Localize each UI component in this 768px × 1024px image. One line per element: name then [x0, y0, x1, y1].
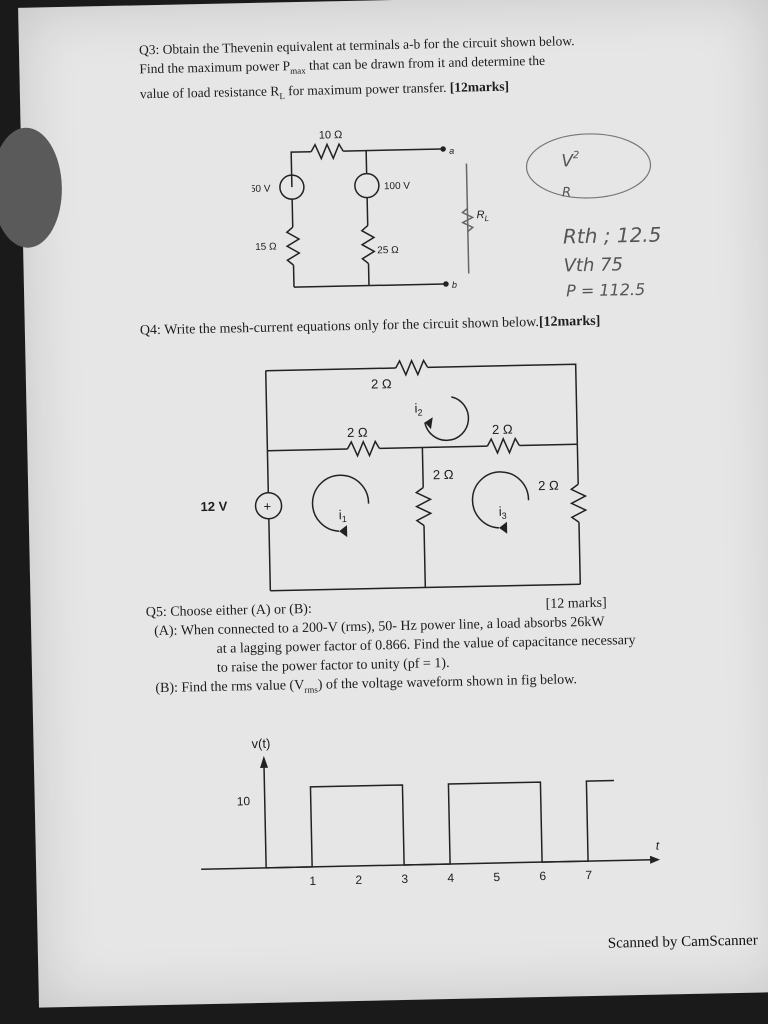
- i2-loop-arrow: [424, 396, 470, 442]
- q3-circuit: 10 Ω 50 V 100 V 15 Ω 25 Ω RL a b V2 R Rt…: [251, 129, 662, 301]
- q3-label-50v: 50 V: [251, 184, 271, 195]
- q4-question: Q4: Write the mesh-current equations onl…: [140, 314, 601, 340]
- y-axis-arrow: [260, 755, 269, 768]
- q4-label-r-mid-left: 2 Ω: [347, 425, 368, 440]
- q3-label-r15: 15 Ω: [255, 241, 277, 252]
- q4-circuit: 2 Ω 2 Ω 2 Ω 2 Ω 2 Ω 12 V + i1 i2 i3: [200, 358, 588, 592]
- q4-label-r-right: 2 Ω: [538, 478, 559, 493]
- q3-label-rl: RL: [476, 209, 489, 223]
- q3-label-r25: 25 Ω: [377, 245, 399, 256]
- waveform-x-tick-7: 7: [585, 868, 592, 882]
- q4-label-12v: 12 V: [200, 499, 227, 515]
- q4-label-r-center: 2 Ω: [433, 467, 454, 482]
- waveform-x-tick-2: 2: [355, 873, 362, 887]
- waveform-x-tick-1: 1: [309, 874, 316, 888]
- hand-circle: [525, 133, 652, 199]
- waveform-y-tick-10: 10: [237, 794, 251, 808]
- q4-r-right-symbol: [569, 483, 588, 523]
- waveform-xlabel: t: [656, 839, 660, 853]
- hand-note-1: V2: [561, 150, 579, 171]
- q5-marks: [12 marks]: [545, 595, 607, 612]
- q3-rl-symbol: [461, 207, 475, 233]
- q3-r10-symbol: [310, 142, 344, 161]
- q4-label-i3: i3: [499, 504, 507, 521]
- hand-note-5: P = 112.5: [566, 280, 645, 301]
- q4-r-center-symbol: [414, 486, 433, 527]
- q3-question: Q3: Obtain the Thevenin equivalent at te…: [139, 31, 576, 108]
- i1-loop-arrow: [311, 474, 370, 532]
- q5-question: Q5: Choose either (A) or (B):[12 marks] …: [146, 593, 637, 703]
- waveform-x-tick-4: 4: [447, 871, 454, 885]
- q3-label-100v: 100 V: [384, 181, 411, 193]
- i3-loop-arrow: [471, 471, 530, 529]
- q4-text: Q4: Write the mesh-current equations onl…: [139, 315, 540, 339]
- waveform-x-tick-6: 6: [539, 869, 546, 883]
- waveform-ylabel: v(t): [251, 736, 270, 751]
- q4-marks: [12marks]: [538, 313, 601, 331]
- x-axis-arrow: [649, 855, 661, 864]
- q4-label-r-top: 2 Ω: [371, 376, 392, 391]
- waveform-y-axis: [263, 757, 267, 868]
- q4-r-mid-right-symbol: [486, 436, 520, 455]
- q4-source-plus: +: [263, 499, 271, 514]
- waveform-x-tick-5: 5: [493, 870, 500, 884]
- waveform-signal: [266, 779, 615, 869]
- q3-label-r10: 10 Ω: [319, 129, 343, 141]
- q3-r15-symbol: [285, 226, 301, 266]
- q3-r25-symbol: [360, 225, 376, 265]
- q4-r-mid-left-symbol: [346, 439, 381, 458]
- q4-label-i2: i2: [414, 400, 422, 417]
- waveform-figure: v(t) 10 t 1 2 3 4 5 6 7: [201, 736, 661, 888]
- hand-note-2: R: [562, 185, 571, 200]
- q4-label-i1: i1: [339, 507, 347, 524]
- hand-note-4: Vth 75: [563, 254, 623, 276]
- q3-terminal-b: b: [452, 280, 457, 290]
- hand-note-3: Rth ; 12.5: [563, 222, 662, 248]
- q4-r-top-symbol: [395, 358, 429, 377]
- waveform-x-tick-3: 3: [401, 872, 408, 886]
- q4-label-r-mid-right: 2 Ω: [492, 422, 513, 437]
- scanner-watermark: Scanned by CamScanner: [607, 932, 758, 952]
- thumb-shadow: [0, 126, 64, 249]
- q3-terminal-a: a: [449, 146, 454, 156]
